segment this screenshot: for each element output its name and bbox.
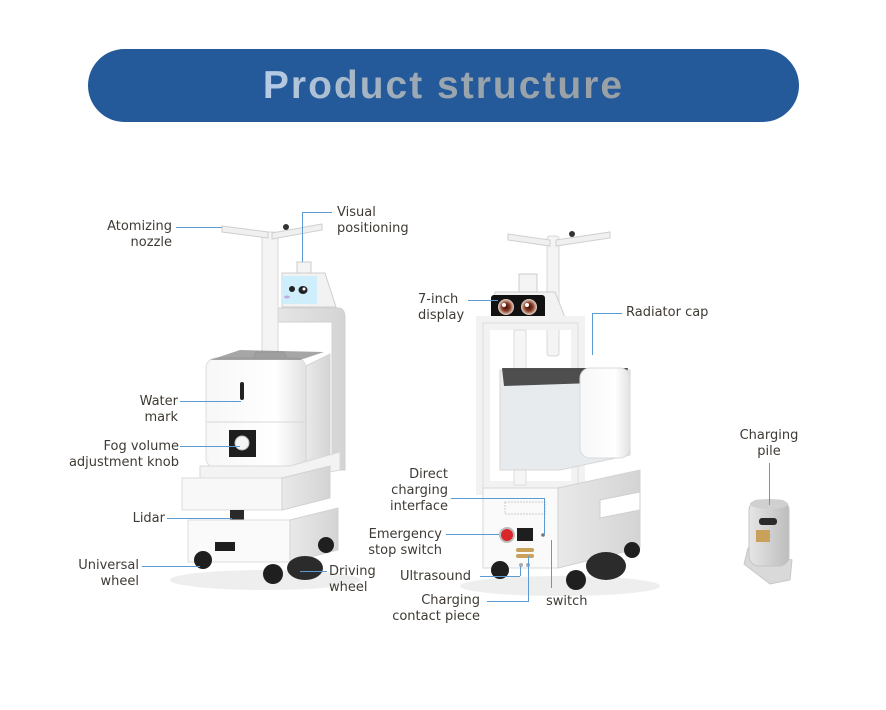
label-direct-charging-interface: Direct charging interface [390,467,448,514]
leader-direct-charging-h [451,498,544,499]
left-robot [170,223,360,590]
leader-lidar [167,518,232,519]
label-universal-wheel: Universal wheel [78,558,139,589]
leader-charging-contact-h [487,601,529,602]
leader-radiator-cap-v [592,313,593,355]
page-title: Product structure [262,63,625,107]
label-ultrasound: Ultrasound [400,569,471,584]
leader-water-mark [180,401,241,402]
label-7-inch-display: 7-inch display [418,292,465,323]
leader-switch [551,540,552,588]
label-emergency-stop-switch: Emergency stop switch [368,527,442,558]
leader-display [468,300,498,301]
label-charging-contact-piece: Charging contact piece [392,593,480,624]
leader-ultrasound-h [480,576,520,577]
leader-driving-wheel [300,571,327,572]
label-lidar: Lidar [132,511,165,526]
title-banner: Product structure [88,49,799,122]
label-driving-wheel: Driving wheel [329,564,376,595]
label-atomizing-nozzle: Atomizing nozzle [107,219,172,250]
label-charging-pile: Charging pile [739,428,799,459]
leader-visual-positioning-h [302,212,332,213]
right-robot [460,231,660,596]
label-water-mark: Water mark [139,394,178,425]
leader-direct-charging-v [544,498,545,535]
leader-charging-pile [769,463,770,505]
label-visual-positioning: Visual positioning [337,205,409,236]
leader-ultrasound-v [520,566,521,576]
leader-charging-contact-v [528,556,529,601]
label-switch: switch [546,594,588,609]
leader-radiator-cap-h [592,313,622,314]
leader-fog-knob [180,446,240,447]
leader-atomizing-nozzle [176,227,222,228]
charging-pile [743,499,793,585]
label-fog-volume-knob: Fog volume adjustment knob [68,439,179,470]
leader-emergency-stop [446,534,499,535]
leader-universal-wheel [142,566,200,567]
leader-visual-positioning-v [302,212,303,262]
label-radiator-cap: Radiator cap [626,305,709,320]
